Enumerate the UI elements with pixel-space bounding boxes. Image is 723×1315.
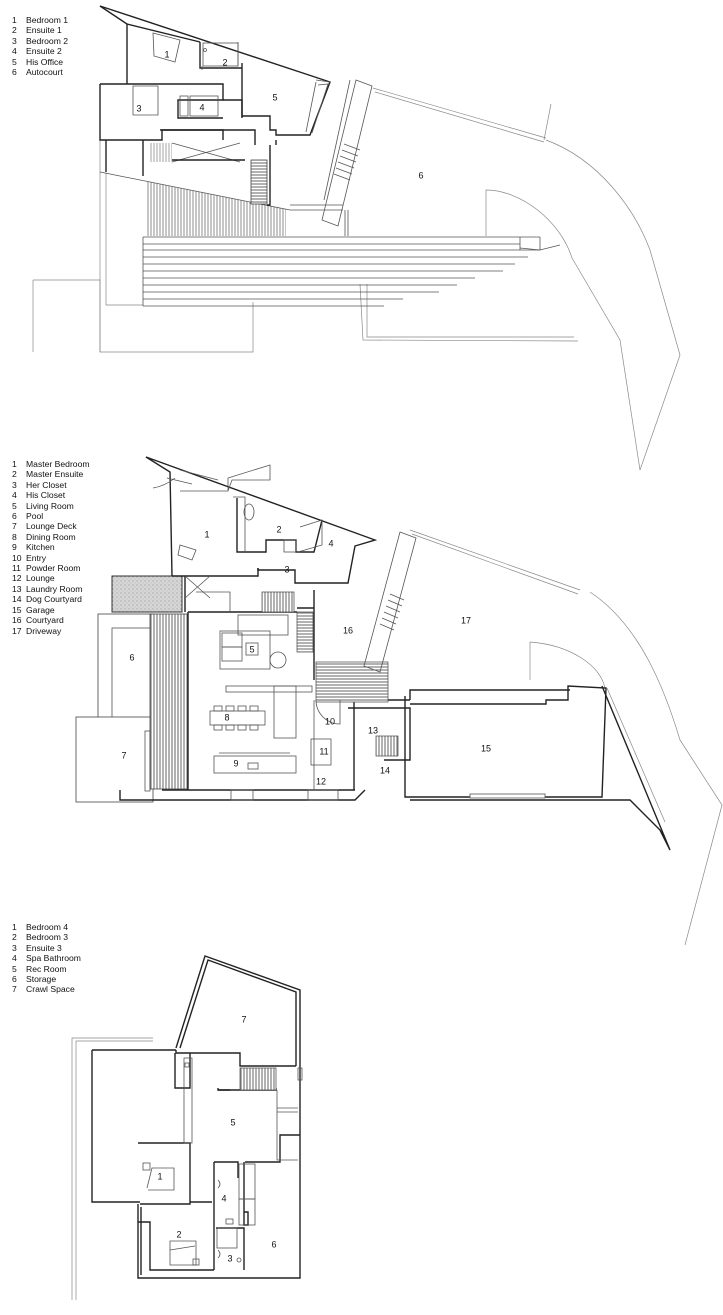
room-tag: 4 (199, 102, 204, 112)
room-tag: 5 (272, 92, 277, 102)
room-tag: 16 (343, 625, 353, 635)
room-tag: 6 (129, 652, 134, 662)
room-tag: 6 (271, 1239, 276, 1249)
room-tag: 3 (136, 103, 141, 113)
room-tag: 10 (325, 716, 335, 726)
lower-floor-plan: 1 2 3 4 5 6 7 (71, 955, 303, 1300)
room-tag: 2 (222, 57, 227, 67)
room-tag: 13 (368, 725, 378, 735)
room-tag: 17 (461, 615, 471, 625)
room-tag: 6 (418, 170, 423, 180)
room-tag: 3 (227, 1253, 232, 1263)
room-tag: 11 (319, 746, 328, 756)
room-tag: 1 (204, 529, 209, 539)
room-tag: 2 (176, 1229, 181, 1239)
room-tag: 15 (481, 743, 491, 753)
main-floor-plan: 1 2 3 4 5 6 7 8 9 10 11 12 13 14 15 16 1… (75, 456, 723, 946)
room-tag: 4 (221, 1193, 226, 1203)
room-tag: 5 (230, 1117, 235, 1127)
room-tag: 3 (284, 564, 289, 574)
room-tag: 5 (249, 644, 254, 654)
room-tag: 9 (233, 758, 238, 768)
room-tag: 8 (224, 712, 229, 722)
room-tag: 7 (121, 750, 126, 760)
room-tag: 14 (380, 765, 390, 775)
room-tag: 12 (316, 776, 326, 786)
upper-floor-plan: 1 2 3 4 5 6 (32, 5, 681, 471)
room-tag: 1 (157, 1171, 162, 1181)
room-tag: 1 (164, 49, 169, 59)
room-tag: 7 (241, 1014, 246, 1024)
room-tag: 4 (328, 538, 333, 548)
room-tag: 2 (276, 524, 281, 534)
